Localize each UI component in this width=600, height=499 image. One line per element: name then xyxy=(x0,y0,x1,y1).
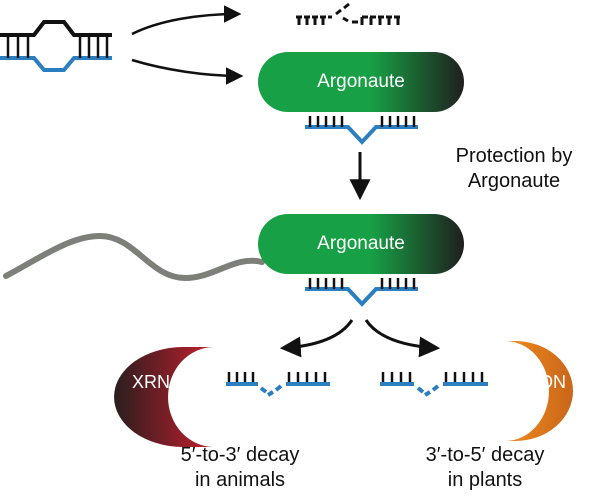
argonaute-pill-top xyxy=(258,52,464,112)
duplex-base-pairs xyxy=(6,35,109,58)
xrn2-caption-line2: in animals xyxy=(194,469,286,491)
xrn2-caption-line1: 5′-to-3′ decay xyxy=(180,444,300,466)
argonaute-pill-bottom xyxy=(258,214,464,274)
protection-label: Protection by Argonaute xyxy=(428,144,600,194)
argonaute-label-bottom: Argonaute xyxy=(317,233,405,254)
protection-label-line2: Argonaute xyxy=(467,170,561,192)
xrn2-caption: 5′-to-3′ decay in animals xyxy=(150,443,330,493)
xrn2-label: XRN-2 xyxy=(131,372,186,392)
sdn-caption-line1: 3′-to-5′ decay xyxy=(425,444,545,466)
arrow-to-xrn2 xyxy=(279,319,354,358)
degraded-passenger-strand xyxy=(296,2,400,25)
guide-rna-bottom xyxy=(305,287,418,307)
rna-duplex xyxy=(0,20,112,72)
xrn2-enzyme xyxy=(114,347,214,447)
guide-rna-top xyxy=(305,125,418,145)
sdn-enzyme xyxy=(505,341,573,441)
argonaute-complex-top xyxy=(258,52,464,145)
guide-rna-bases-bottom xyxy=(308,278,416,289)
arrow-to-argonaute-loading xyxy=(131,58,244,85)
argonaute-complex-bottom xyxy=(258,214,464,307)
sdn-caption: 3′-to-5′ decay in plants xyxy=(395,443,575,493)
xrn2-rna-fragments xyxy=(226,372,330,397)
duplex-blue-strand xyxy=(0,56,112,72)
sdn-label: SDN xyxy=(527,372,566,392)
guide-rna-bases-top xyxy=(308,116,416,127)
protection-label-line1: Protection by xyxy=(455,145,573,167)
target-mrna xyxy=(3,232,265,282)
duplex-dark-strand xyxy=(0,20,112,37)
sdn-caption-line2: in plants xyxy=(447,469,523,491)
argonaute-label-top: Argonaute xyxy=(317,71,405,92)
arrow-to-sdn xyxy=(364,319,441,358)
sdn-rna-fragments xyxy=(380,372,488,397)
arrow-to-degraded-passenger xyxy=(131,5,242,36)
